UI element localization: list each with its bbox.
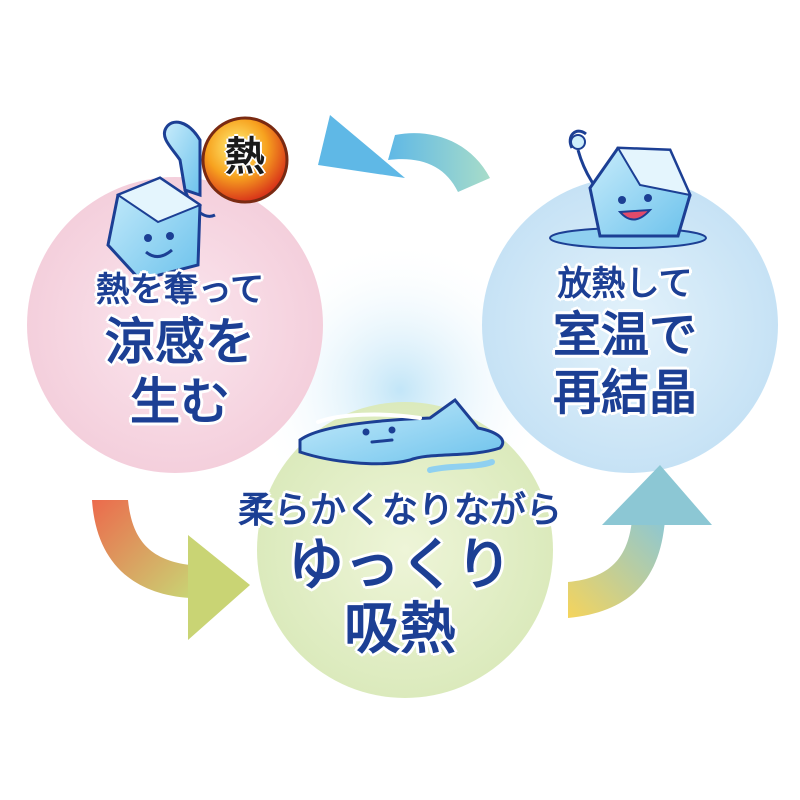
heat-ball-label: 熱	[225, 134, 265, 180]
right-stage-line1: 放熱して	[557, 264, 693, 304]
melting-ice-icon	[298, 397, 505, 473]
left-stage-line2: 涼感を	[105, 313, 255, 371]
left-stage-line3: 生む	[130, 373, 230, 431]
bottom-stage-line1: 柔らかくなりながら	[237, 490, 562, 531]
right-stage-circle	[482, 177, 778, 473]
left-stage-circle	[27, 177, 323, 473]
arrow-left-to-bottom-icon	[92, 500, 250, 640]
bottom-stage-line3: 吸熱	[344, 597, 456, 662]
arrow-right-to-left-icon	[318, 115, 490, 192]
ice-cube-smiling-icon	[549, 129, 707, 249]
left-stage-label: 熱を奪って 涼感を 生む	[40, 268, 320, 432]
right-stage-line2: 室温で	[552, 307, 697, 363]
left-stage-line1: 熱を奪って	[95, 270, 265, 310]
right-stage-label: 放熱して 室温で 再結晶	[500, 262, 750, 422]
right-stage-line3: 再結晶	[552, 365, 697, 421]
heat-ball-icon	[201, 116, 289, 204]
bottom-stage-label: 柔らかくなりながら ゆっくり 吸熱	[150, 488, 650, 662]
arrow-bottom-to-right-icon	[568, 465, 712, 618]
bottom-stage-line2: ゆっくり	[288, 533, 512, 598]
bottom-stage-circle	[257, 402, 553, 698]
ice-cube-holding-heat-ball-icon	[106, 116, 289, 282]
